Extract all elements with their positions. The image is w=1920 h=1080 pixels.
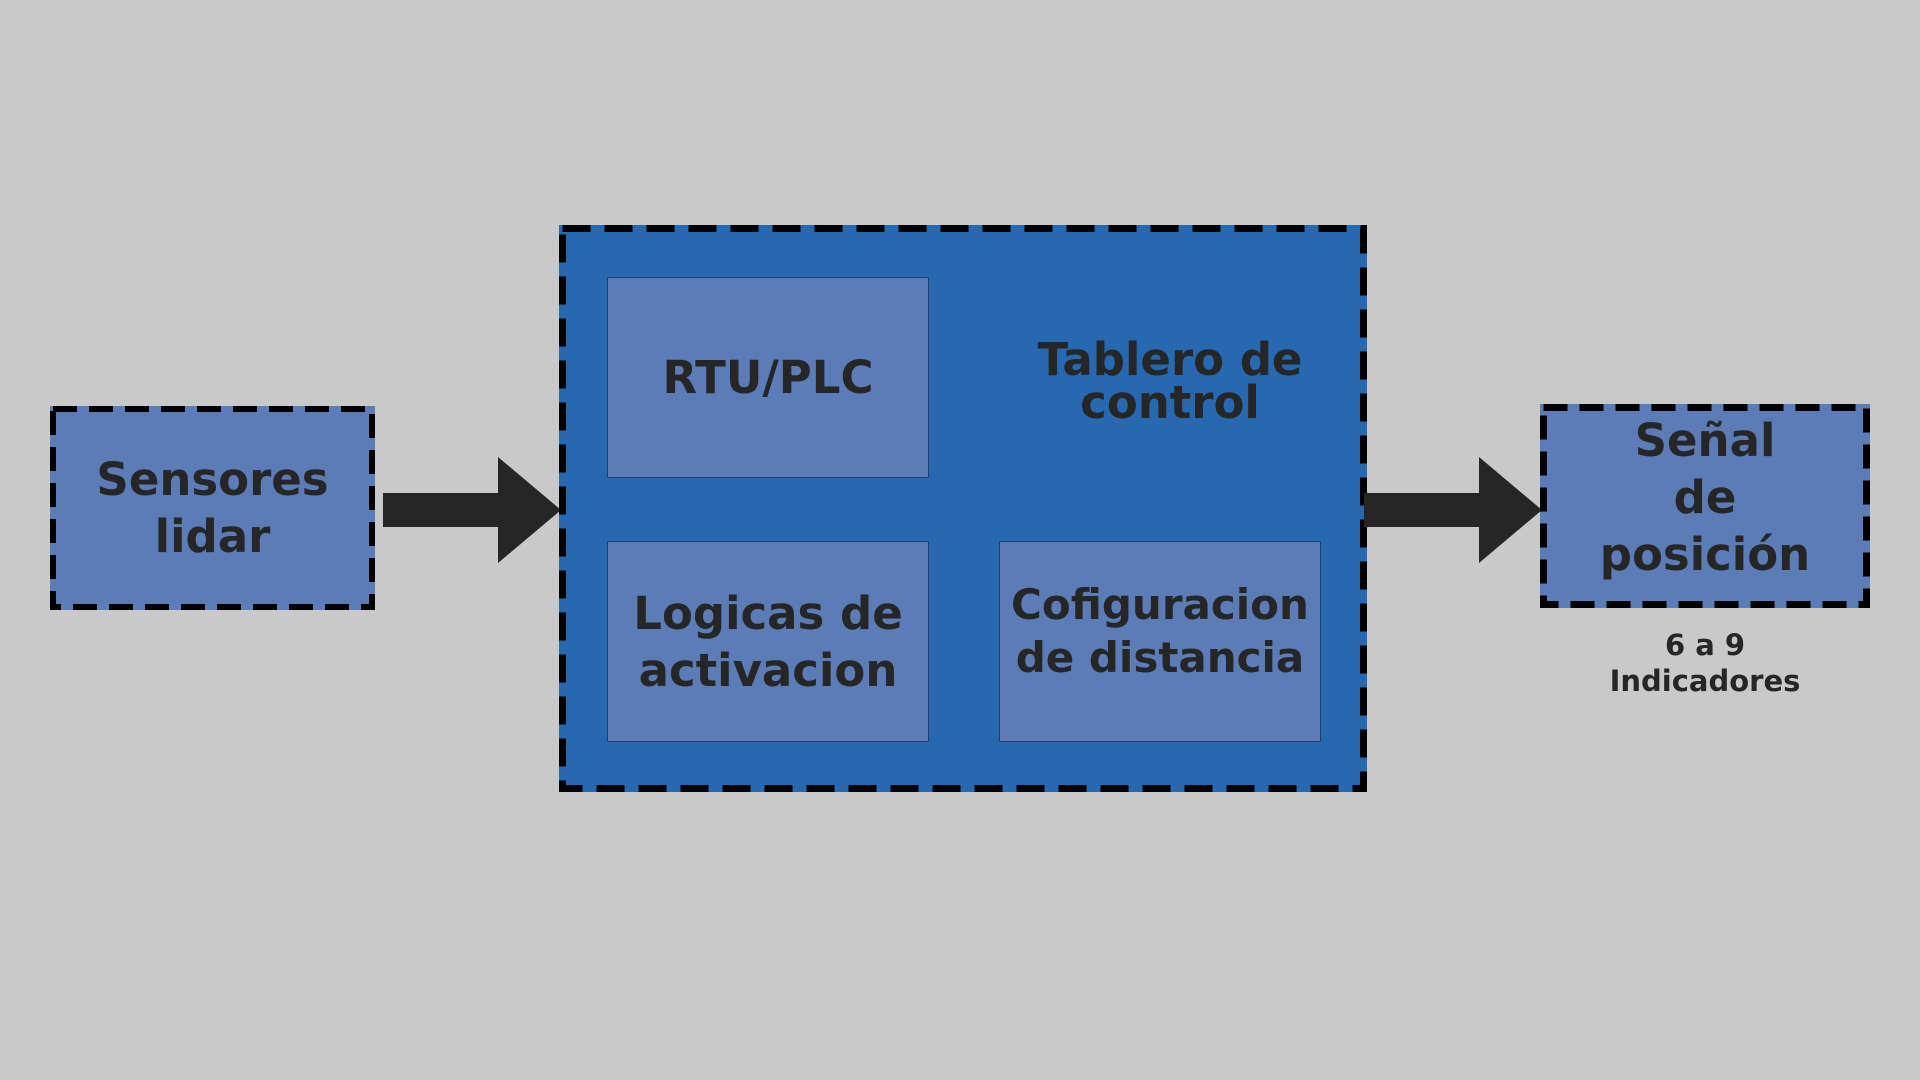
sensores-lidar-node: Sensores lidar bbox=[50, 406, 375, 610]
tablero-title: Tablero de control bbox=[1037, 333, 1303, 429]
arrow-sensores-to-tablero bbox=[383, 457, 561, 563]
arrow-tablero-to-senal bbox=[1364, 457, 1542, 563]
configuracion-distancia-node: Cofiguracion de distancia bbox=[999, 541, 1321, 742]
senal-posicion-node: Señal de posición bbox=[1540, 404, 1870, 608]
rtu-plc-node: RTU/PLC bbox=[607, 277, 929, 478]
indicadores-note: 6 a 9 Indicadores bbox=[1609, 628, 1801, 698]
sensores-label: Sensores lidar bbox=[96, 453, 329, 563]
logicas-activacion-node: Logicas de activacion bbox=[607, 541, 929, 742]
senal-label: Señal de posición bbox=[1599, 414, 1811, 581]
